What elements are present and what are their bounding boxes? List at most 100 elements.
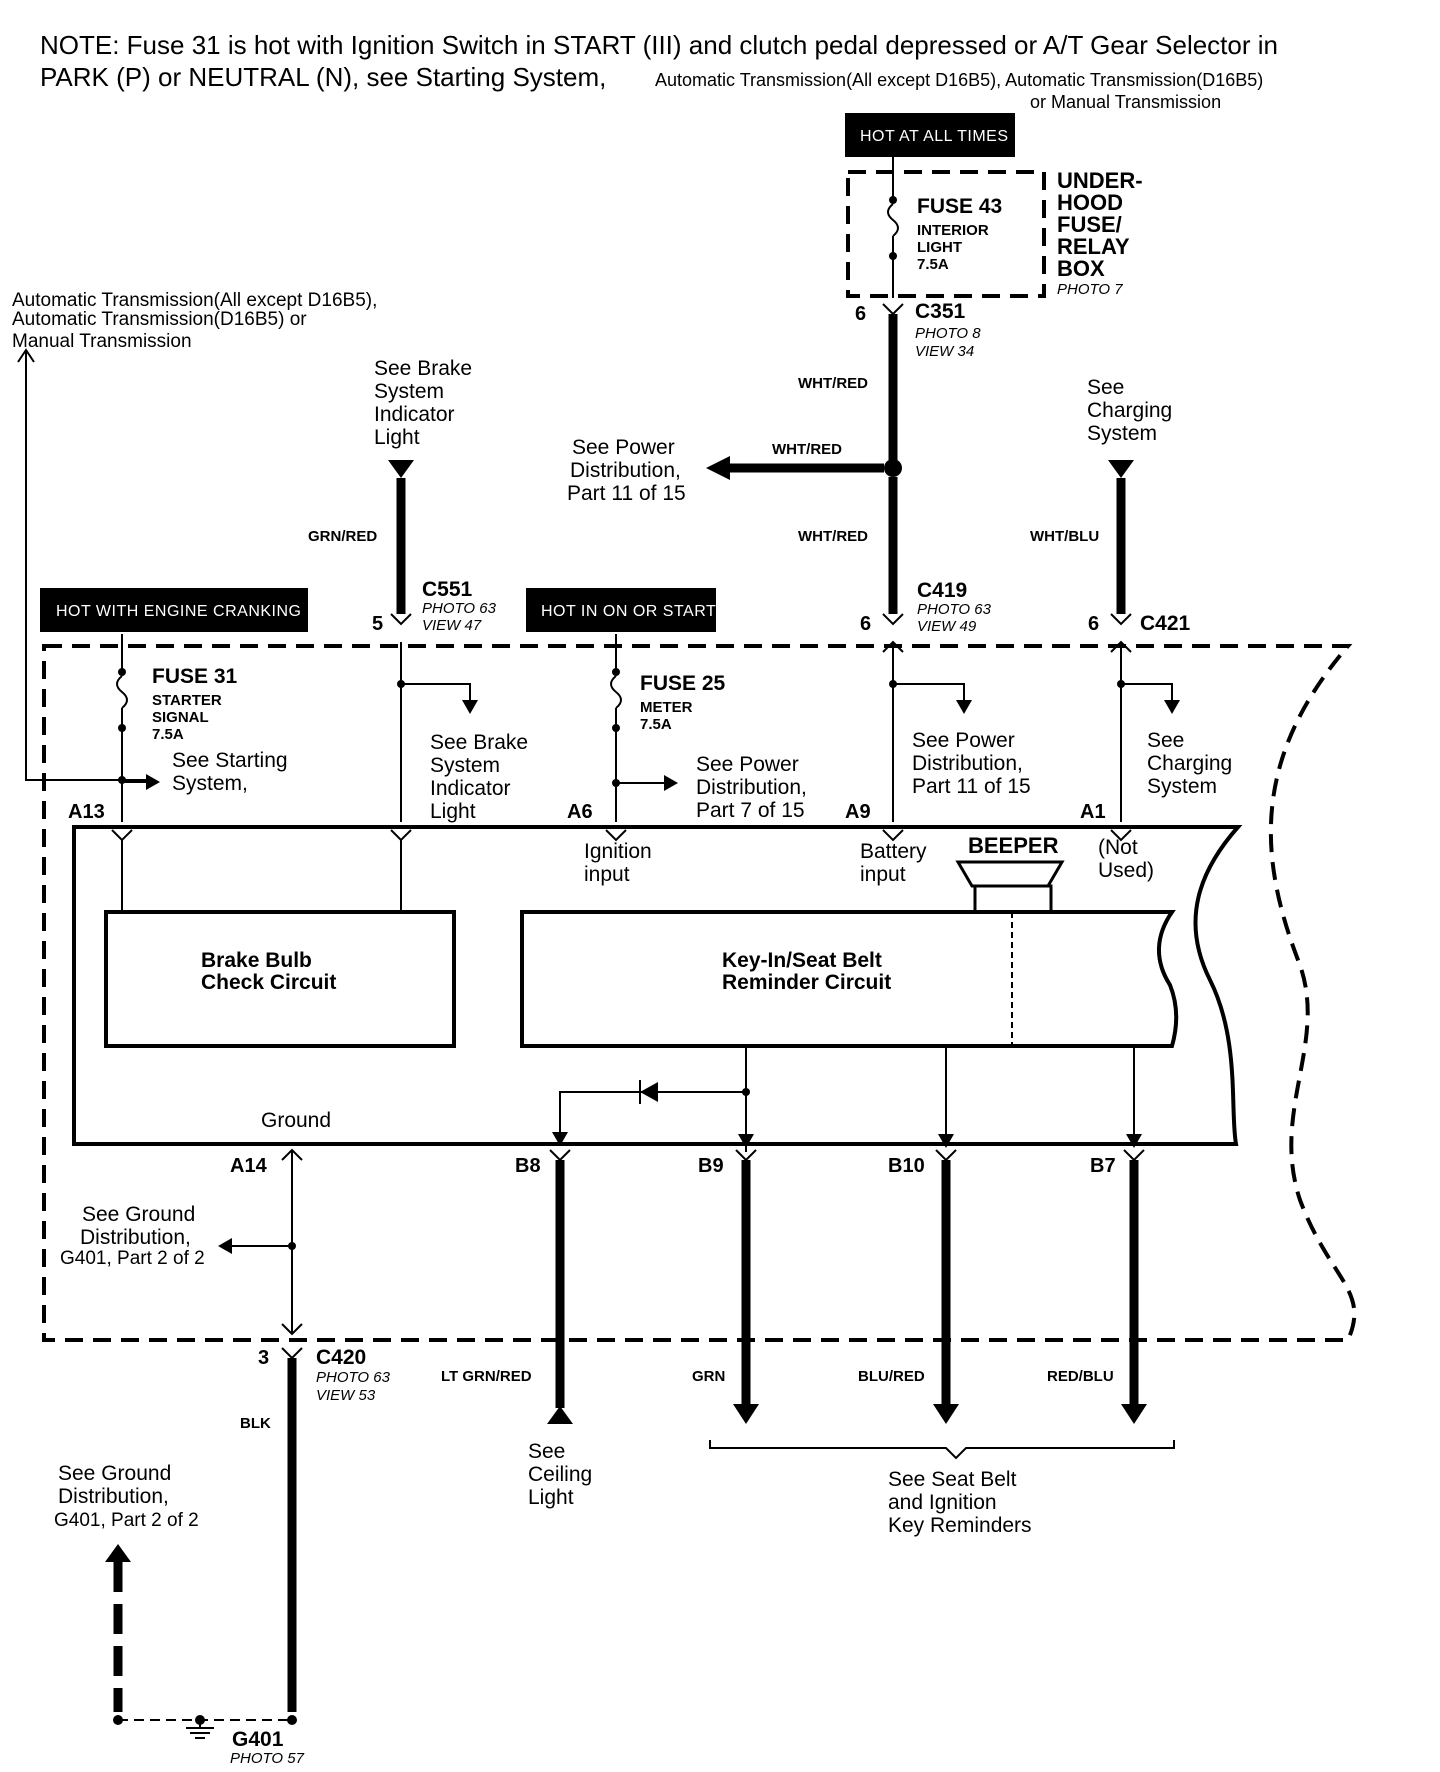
svg-text:VIEW 53: VIEW 53 bbox=[316, 1387, 376, 1404]
arrow-blu-red bbox=[933, 1404, 959, 1424]
ref-seat-belt: See Seat Belt and Ignition Key Reminders bbox=[888, 1468, 1032, 1537]
beeper: BEEPER bbox=[955, 833, 1065, 914]
wire-label-wht-red-3: WHT/RED bbox=[798, 528, 868, 545]
wire-label-grn-red: GRN/RED bbox=[308, 528, 377, 545]
svg-text:Ignition: Ignition bbox=[584, 840, 652, 863]
pin-chevron-a13 bbox=[111, 829, 133, 842]
svg-text:HOT AT ALL TIMES: HOT AT ALL TIMES bbox=[860, 128, 1009, 145]
wire-label-blu-red: BLU/RED bbox=[858, 1368, 925, 1385]
brake-bulb-check-circuit bbox=[104, 910, 456, 1048]
svg-text:INTERIOR: INTERIOR bbox=[917, 222, 989, 239]
svg-text:System,: System, bbox=[172, 772, 248, 795]
svg-text:Key Reminders: Key Reminders bbox=[888, 1514, 1032, 1537]
svg-text:HOT IN ON OR START: HOT IN ON OR START bbox=[541, 603, 716, 620]
svg-text:input: input bbox=[860, 863, 906, 886]
svg-text:See Ground: See Ground bbox=[58, 1462, 171, 1485]
hot-at-all-times-label: HOT AT ALL TIMES bbox=[845, 113, 1015, 157]
wire-label-wht-blu: WHT/BLU bbox=[1030, 528, 1099, 545]
svg-text:Part 11 of 15: Part 11 of 15 bbox=[912, 775, 1031, 798]
svg-text:Distribution,: Distribution, bbox=[58, 1485, 169, 1508]
svg-text:Indicator: Indicator bbox=[430, 777, 511, 800]
svg-text:See Power: See Power bbox=[696, 753, 799, 776]
svg-text:C551: C551 bbox=[422, 578, 473, 601]
svg-text:VIEW 34: VIEW 34 bbox=[915, 343, 974, 360]
svg-text:Manual Transmission: Manual Transmission bbox=[12, 331, 192, 352]
svg-text:PHOTO 63: PHOTO 63 bbox=[917, 601, 992, 618]
svg-text:See Ground: See Ground bbox=[82, 1203, 195, 1226]
svg-text:HOT WITH ENGINE CRANKING: HOT WITH ENGINE CRANKING bbox=[56, 603, 302, 620]
svg-text:Light: Light bbox=[430, 800, 476, 823]
arrow-grn bbox=[733, 1404, 759, 1424]
svg-text:See Seat Belt: See Seat Belt bbox=[888, 1468, 1017, 1491]
note: NOTE: Fuse 31 is hot with Ignition Switc… bbox=[40, 30, 1278, 112]
svg-text:System: System bbox=[1087, 422, 1157, 445]
svg-text:Light: Light bbox=[374, 426, 420, 449]
svg-text:Key-In/Seat Belt: Key-In/Seat Belt bbox=[722, 949, 882, 972]
fuse-43: FUSE 43 INTERIOR LIGHT 7.5A bbox=[887, 157, 1002, 298]
arrow-ground-outer bbox=[105, 1544, 131, 1562]
ref-charging-top: See Charging System bbox=[1087, 376, 1172, 445]
arrow-charging-inner bbox=[1164, 700, 1180, 714]
svg-text:FUSE 31: FUSE 31 bbox=[152, 665, 238, 688]
arrow-brake-inner bbox=[462, 700, 478, 714]
ref-starting: See Starting System, bbox=[172, 749, 288, 795]
svg-text:VIEW 49: VIEW 49 bbox=[917, 618, 977, 635]
svg-text:Check Circuit: Check Circuit bbox=[201, 971, 336, 994]
connector-arrow-a9-top bbox=[882, 640, 904, 653]
bracket-seat-belt bbox=[709, 1440, 1175, 1460]
pin-a6: A6 bbox=[567, 801, 593, 823]
gauge-assembly-outline bbox=[42, 644, 1357, 1342]
svg-text:BOX: BOX bbox=[1057, 256, 1105, 281]
wire-brake-branch bbox=[401, 683, 471, 702]
pin-chevron-a6 bbox=[605, 829, 627, 842]
ref-ground-outer: See Ground Distribution, G401, Part 2 of… bbox=[54, 1462, 199, 1531]
label-ground: Ground bbox=[261, 1109, 331, 1132]
svg-text:PHOTO 63: PHOTO 63 bbox=[422, 600, 497, 617]
svg-text:C419: C419 bbox=[917, 579, 967, 602]
svg-text:Distribution,: Distribution, bbox=[912, 752, 1023, 775]
svg-text:STARTER: STARTER bbox=[152, 692, 222, 709]
svg-text:G401: G401 bbox=[232, 1728, 284, 1751]
pin-a14: A14 bbox=[230, 1155, 268, 1177]
wire-to-auto-trans bbox=[25, 352, 150, 781]
svg-text:(Not: (Not bbox=[1098, 836, 1138, 859]
ref-brake-inner: See Brake System Indicator Light bbox=[430, 731, 528, 823]
svg-text:System: System bbox=[374, 380, 444, 403]
gauge-control-module bbox=[72, 825, 1243, 1146]
label-g401: G401 PHOTO 57 bbox=[230, 1728, 305, 1767]
svg-text:System: System bbox=[430, 754, 500, 777]
wire-label-lt-grn-red: LT GRN/RED bbox=[441, 1368, 532, 1385]
pin-b7: B7 bbox=[1090, 1155, 1116, 1177]
svg-text:See: See bbox=[1087, 376, 1124, 399]
svg-text:See Power: See Power bbox=[912, 729, 1015, 752]
svg-text:RELAY: RELAY bbox=[1057, 234, 1130, 259]
pin-chevron-a1 bbox=[1110, 829, 1132, 842]
svg-text:See Brake: See Brake bbox=[430, 731, 528, 754]
hot-in-on-start-label: HOT IN ON OR START bbox=[526, 588, 716, 632]
svg-text:3: 3 bbox=[258, 1347, 269, 1369]
wire-label-blk: BLK bbox=[240, 1415, 271, 1432]
svg-text:METER: METER bbox=[640, 699, 693, 716]
svg-text:HOOD: HOOD bbox=[1057, 190, 1123, 215]
svg-text:VIEW 47: VIEW 47 bbox=[422, 617, 482, 634]
ref-power-dist-11-top: See Power Distribution, Part 11 of 15 bbox=[567, 436, 686, 505]
wire-power-dist-11-branch bbox=[893, 683, 965, 702]
svg-text:C351: C351 bbox=[915, 300, 966, 323]
wire-label-wht-red-2: WHT/RED bbox=[772, 441, 842, 458]
svg-text:FUSE 43: FUSE 43 bbox=[917, 195, 1002, 218]
svg-text:Ceiling: Ceiling bbox=[528, 1463, 592, 1486]
pin-b10: B10 bbox=[888, 1155, 925, 1177]
svg-text:Reminder Circuit: Reminder Circuit bbox=[722, 971, 891, 994]
label-battery-input: Battery input bbox=[860, 840, 927, 886]
wire-diode-branch bbox=[559, 1091, 746, 1136]
keyin-reminder-circuit bbox=[520, 910, 1179, 1048]
svg-text:See Starting: See Starting bbox=[172, 749, 288, 772]
svg-text:Battery: Battery bbox=[860, 840, 927, 863]
svg-text:7.5A: 7.5A bbox=[640, 716, 672, 733]
note-line-3-small: or Manual Transmission bbox=[1030, 92, 1221, 112]
diode bbox=[639, 1080, 658, 1104]
connector-c351: 6 C351 PHOTO 8 VIEW 34 bbox=[855, 300, 981, 360]
svg-text:System: System bbox=[1147, 775, 1217, 798]
svg-text:FUSE/: FUSE/ bbox=[1057, 212, 1122, 237]
